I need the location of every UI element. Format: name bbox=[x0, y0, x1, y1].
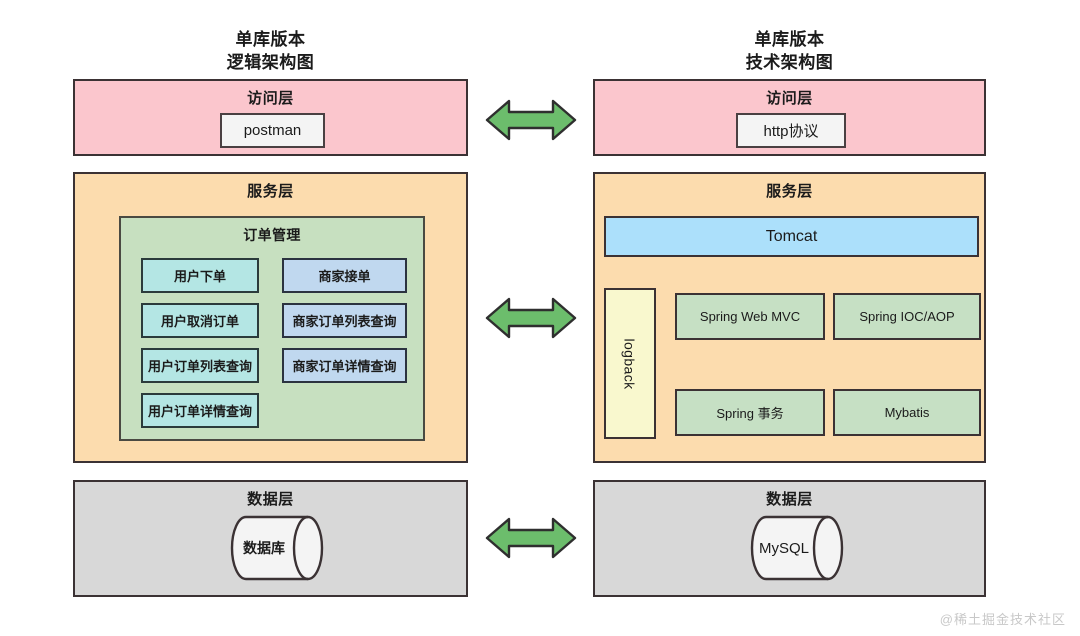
left-title-line-1: 单库版本 bbox=[235, 30, 306, 49]
order-node-merchant-list[interactable]: 商家订单列表查询 bbox=[282, 303, 407, 338]
right-data-layer-panel: 数据层 MySQL bbox=[593, 480, 986, 597]
left-service-layer-panel: 服务层 订单管理 用户下单 用户取消订单 用户订单列表查询 用户订单详情查询 商… bbox=[73, 172, 468, 463]
order-management-title: 订单管理 bbox=[243, 227, 301, 243]
right-service-layer-title: 服务层 bbox=[766, 183, 813, 200]
right-title-line-1: 单库版本 bbox=[754, 30, 825, 49]
logback-node[interactable]: logback bbox=[604, 288, 656, 439]
postman-node[interactable]: postman bbox=[220, 113, 325, 148]
spring-transaction-node[interactable]: Spring 事务 bbox=[675, 389, 825, 436]
right-column-title: 单库版本 技术架构图 bbox=[593, 28, 986, 74]
spring-web-mvc-node[interactable]: Spring Web MVC bbox=[675, 293, 825, 340]
order-node-user-cancel[interactable]: 用户取消订单 bbox=[141, 303, 259, 338]
tomcat-node[interactable]: Tomcat bbox=[604, 216, 979, 257]
order-node-user-list[interactable]: 用户订单列表查询 bbox=[141, 348, 259, 383]
mybatis-node[interactable]: Mybatis bbox=[833, 389, 981, 436]
order-management-panel: 订单管理 用户下单 用户取消订单 用户订单列表查询 用户订单详情查询 商家接单 … bbox=[119, 216, 425, 441]
left-access-layer-panel: 访问层 postman bbox=[73, 79, 468, 156]
service-layer-connector bbox=[485, 296, 577, 340]
order-node-merchant-accept[interactable]: 商家接单 bbox=[282, 258, 407, 293]
right-title-line-2: 技术架构图 bbox=[745, 53, 834, 73]
right-data-layer-title: 数据层 bbox=[766, 491, 813, 508]
left-column-title: 单库版本 逻辑架构图 bbox=[73, 28, 468, 74]
left-data-layer-panel: 数据层 数据库 bbox=[73, 480, 468, 597]
data-layer-connector bbox=[485, 516, 577, 560]
left-service-layer-title: 服务层 bbox=[247, 183, 294, 200]
order-node-user-detail[interactable]: 用户订单详情查询 bbox=[141, 393, 259, 428]
logback-label: logback bbox=[622, 337, 638, 390]
order-node-user-place[interactable]: 用户下单 bbox=[141, 258, 259, 293]
database-cylinder[interactable]: 数据库 bbox=[230, 515, 324, 581]
access-layer-connector bbox=[485, 98, 577, 142]
watermark: @稀土掘金技术社区 bbox=[939, 612, 1066, 627]
right-access-layer-panel: 访问层 http协议 bbox=[593, 79, 986, 156]
order-node-merchant-detail[interactable]: 商家订单详情查询 bbox=[282, 348, 407, 383]
spring-ioc-aop-node[interactable]: Spring IOC/AOP bbox=[833, 293, 981, 340]
left-title-line-2: 逻辑架构图 bbox=[226, 53, 315, 73]
left-access-layer-title: 访问层 bbox=[247, 90, 294, 107]
left-data-layer-title: 数据层 bbox=[247, 491, 294, 508]
right-service-layer-panel: 服务层 Tomcat logback Spring Web MVC Spring… bbox=[593, 172, 986, 463]
http-protocol-node[interactable]: http协议 bbox=[736, 113, 846, 148]
right-access-layer-title: 访问层 bbox=[766, 90, 813, 107]
mysql-cylinder[interactable]: MySQL bbox=[750, 515, 844, 581]
